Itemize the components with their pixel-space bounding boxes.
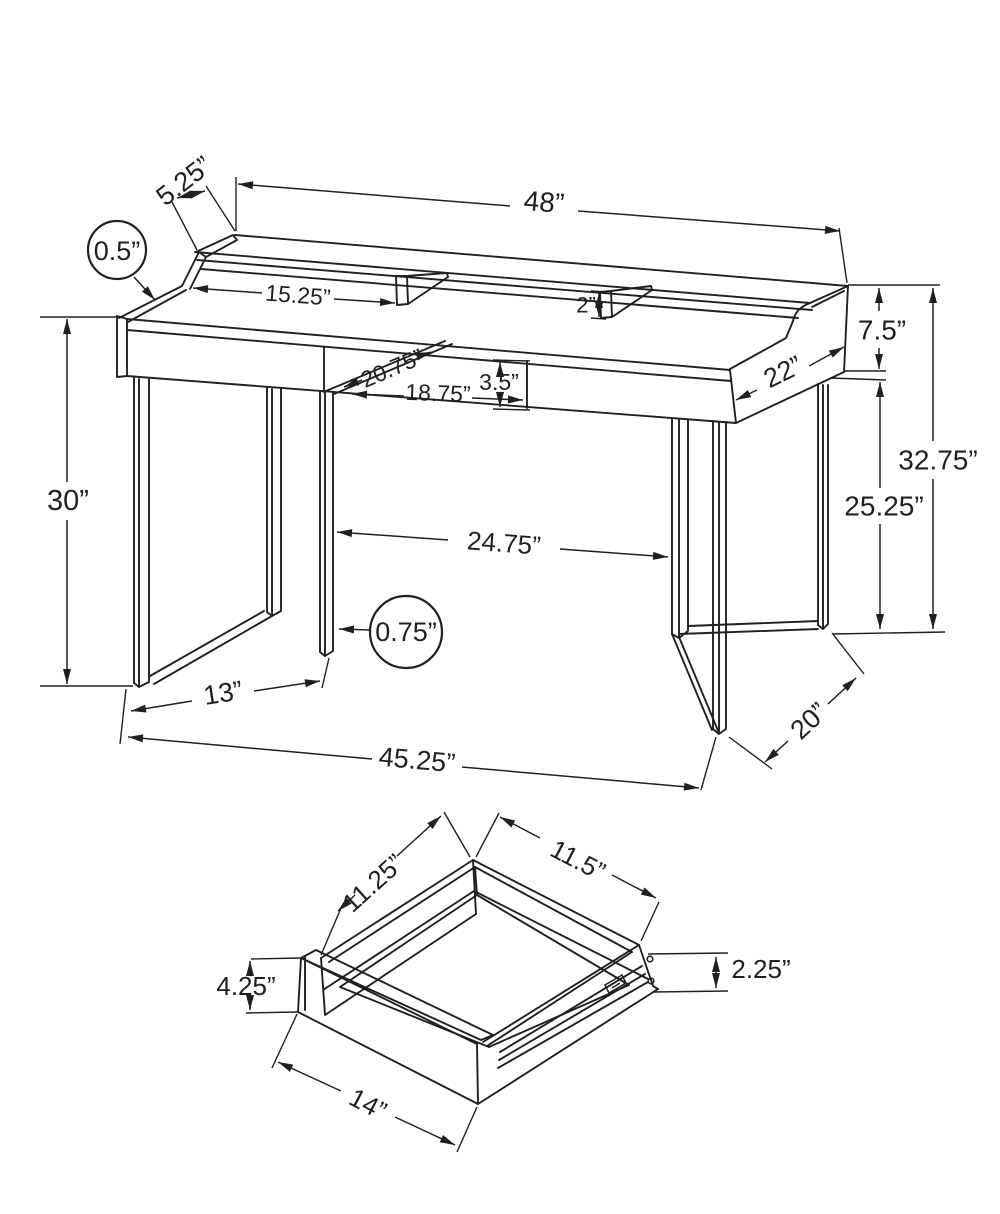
dim-leg-foot-spacing: 13” (201, 675, 244, 711)
dim-drawer-front-height: 4.25” (216, 971, 275, 1001)
left-sled-leg (133, 377, 334, 688)
slide-rail-clip (604, 973, 627, 995)
dim-depth: 22” (759, 350, 807, 394)
drawer-front-board (297, 949, 494, 1105)
drawer-dimension-labels: 11.25” 11.5” 2.25” 4.25” 14” (216, 833, 790, 1126)
dim-drawer-front-width: 14” (344, 1082, 391, 1126)
drawer-back-wall (472, 859, 659, 990)
desk-right-panel (729, 285, 849, 424)
riser-left-support (118, 234, 238, 323)
riser-shelf (194, 234, 849, 319)
dim-shelf-opening: 15.25” (265, 280, 332, 311)
dim-overall-height: 32.75” (898, 445, 977, 476)
dim-drawer-opening-height: 3.5” (479, 369, 519, 395)
slide-screw-hole (646, 955, 654, 963)
dim-shelf-depth: 5.25” (151, 150, 218, 212)
drawer-slide-rail (477, 965, 659, 1105)
dim-surface-height: 30” (47, 485, 89, 517)
desk-dimension-labels: 5.25” 48” 0.5” 15.25” 2” 7.5” 22” 32.75”… (47, 150, 978, 778)
dim-divider-thickness: 2” (576, 293, 596, 318)
drawer-left-wall (320, 859, 477, 1016)
shelf-divider-left (395, 272, 449, 306)
desk-extension-lines (40, 177, 946, 791)
thickness-callout-circle (86, 219, 148, 281)
dim-drawer-side-height: 2.25” (731, 954, 790, 984)
dim-leg-depth: 20” (784, 697, 833, 746)
thickness-leader-line (133, 276, 156, 301)
drawer-view: 11.25” 11.5” 2.25” 4.25” 14” (216, 811, 791, 1153)
dim-knee-clearance: 24.75” (466, 525, 542, 560)
shelf-divider-right (599, 285, 653, 319)
dim-clearance-height: 25.25” (844, 491, 923, 522)
tube-leader-line (338, 625, 371, 634)
right-sled-leg (671, 383, 829, 735)
dim-drawer-interior-width: 11.5” (546, 833, 611, 886)
dim-leg-tube-thickness: 0.75” (375, 617, 437, 647)
drawer-right-wall (482, 944, 640, 1047)
dim-base-width: 45.25” (378, 742, 457, 779)
dim-riser-height: 7.5” (858, 315, 906, 346)
tube-callout-circle (368, 594, 444, 670)
dim-top-thickness: 0.5” (94, 236, 141, 266)
desk-dimension-lines (63, 181, 937, 791)
dim-overall-width: 48” (523, 185, 566, 219)
dim-drawer-opening-width: 18.75” (405, 379, 471, 407)
drawer-dimension-lines (246, 815, 720, 1146)
drawer-floor (339, 866, 630, 1048)
desk-view: 5.25” 48” 0.5” 15.25” 2” 7.5” 22” 32.75”… (40, 150, 978, 791)
slide-screw-hole (647, 977, 655, 985)
drawer-extension-lines (245, 811, 729, 1153)
desk-top-and-apron (116, 315, 737, 424)
